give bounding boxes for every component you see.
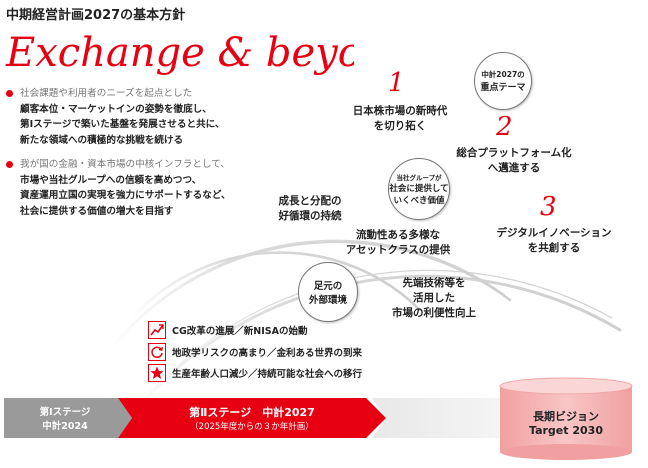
value-line: 流動性ある多様な [356, 229, 440, 241]
circle-line: いくべき価値 [393, 196, 445, 206]
stage-line: 中計2024 [42, 421, 88, 432]
bullet-line: 社会課題や利用者のニーズを起点とした [20, 88, 193, 99]
stage-line: 長期ビジョン [533, 409, 599, 423]
theme-line: を切り拓く [373, 120, 427, 132]
circle-line: 当社グループが [396, 174, 442, 182]
environment-label: 生産年齢人口減少／持続可能な社会への移行 [172, 369, 363, 380]
theme-text: デジタルイノベーション を共創する [482, 226, 626, 256]
trend-up-icon [148, 321, 166, 339]
environment-label: 地政学リスクの高まり／金利ある世界の到来 [172, 348, 363, 359]
bullet-line: 市場や当社グループへの信頼を高めつつ、 [20, 174, 202, 186]
circle-line: 中計2027の [481, 70, 525, 79]
value-line: 市場の利便性向上 [392, 307, 476, 319]
theme-number: 2 [496, 112, 513, 142]
bullet-dot-icon [6, 161, 13, 168]
environment-item: CG改革の進展／新NISAの始動 [148, 320, 307, 340]
value-text: 成長と分配の 好循環の持続 [258, 194, 362, 224]
theme-line: 総合プラットフォーム化 [456, 147, 572, 159]
environment-label: CG改革の進展／新NISAの始動 [172, 326, 308, 337]
value-line: 先端技術等を [402, 277, 466, 289]
bullet-dot-icon [6, 90, 13, 97]
value-line: アセットクラスの提供 [345, 244, 451, 256]
policy-bullets: 社会課題や利用者のニーズを起点とした 顧客本位・マーケットインの姿勢を徹底し、 … [6, 86, 276, 228]
bullet-line: 資産運用立国の実現を強力にサポートするなど、 [20, 190, 231, 201]
long-term-vision-label: 長期ビジョン Target 2030 [500, 402, 632, 442]
value-text: 先端技術等を 活用した 市場の利便性向上 [380, 276, 488, 321]
theme-number: 1 [388, 68, 405, 98]
circle-line: 足元の [313, 281, 343, 292]
environment-item: 地政学リスクの高まり／金利ある世界の到来 [148, 342, 362, 362]
policy-bullet: 我が国の金融・資本市場の中核インフラとして、 市場や当社グループへの信頼を高めつ… [6, 157, 276, 219]
theme-line: へ邁進する [487, 162, 541, 174]
cycle-icon [148, 343, 166, 361]
stage1-arrow [4, 398, 132, 438]
bullet-line: 我が国の金融・資本市場の中核インフラとして、 [20, 159, 231, 170]
value-circle: 当社グループが 社会に提供して いくべき価値 [388, 158, 450, 220]
circle-line: 社会に提供して [389, 184, 449, 194]
circle-line: 重点テーマ [480, 83, 526, 93]
theme-line: 日本株市場の新時代 [352, 105, 448, 117]
value-line: 好循環の持続 [278, 210, 342, 222]
stage-line: （2025年度からの３か年計画） [190, 422, 314, 432]
page-title: 中期経営計画2027の基本方針 [6, 8, 186, 23]
theme-text: 日本株市場の新時代 を切り拓く [335, 104, 465, 134]
priority-themes-circle: 中計2027の 重点テーマ [474, 52, 532, 110]
stage1-label: 第Ⅰステージ 中計2024 [10, 402, 120, 434]
environment-item: 生産年齢人口減少／持続可能な社会への移行 [148, 363, 362, 383]
bullet-line: 顧客本位・マーケットインの姿勢を徹底し、 [20, 103, 212, 115]
value-line: 活用した [413, 292, 455, 304]
exchange-beyond-logo: Exchange & beyond [5, 30, 354, 76]
theme-number: 3 [540, 192, 557, 222]
value-line: 成長と分配の [278, 195, 342, 207]
stage-line: Target 2030 [529, 423, 603, 437]
stage2-label: 第Ⅱステージ 中計2027 （2025年度からの３か年計画） [136, 402, 368, 434]
stage-line: 第Ⅱステージ 中計2027 [189, 406, 315, 419]
circle-line: 外部環境 [308, 295, 347, 306]
logo-text: Exchange & beyond [5, 30, 354, 76]
theme-text: 総合プラットフォーム化 へ邁進する [443, 146, 585, 176]
theme-line: デジタルイノベーション [496, 227, 612, 239]
star-icon [148, 364, 166, 382]
value-text: 流動性ある多様な アセットクラスの提供 [330, 228, 466, 258]
bullet-line: 新たな領域への積極的な挑戦を続ける [20, 134, 184, 146]
policy-bullet: 社会課題や利用者のニーズを起点とした 顧客本位・マーケットインの姿勢を徹底し、 … [6, 86, 276, 148]
external-environment-circle: 足元の 外部環境 [298, 262, 358, 322]
bullet-line: 第Ⅰステージで築いた基盤を発展させると共に、 [20, 119, 225, 130]
theme-line: を共創する [527, 242, 581, 254]
stage2-arrow [118, 398, 386, 438]
stage-line: 第Ⅰステージ [39, 407, 91, 418]
bullet-line: 社会に提供する価値の増大を目指す [20, 205, 174, 217]
